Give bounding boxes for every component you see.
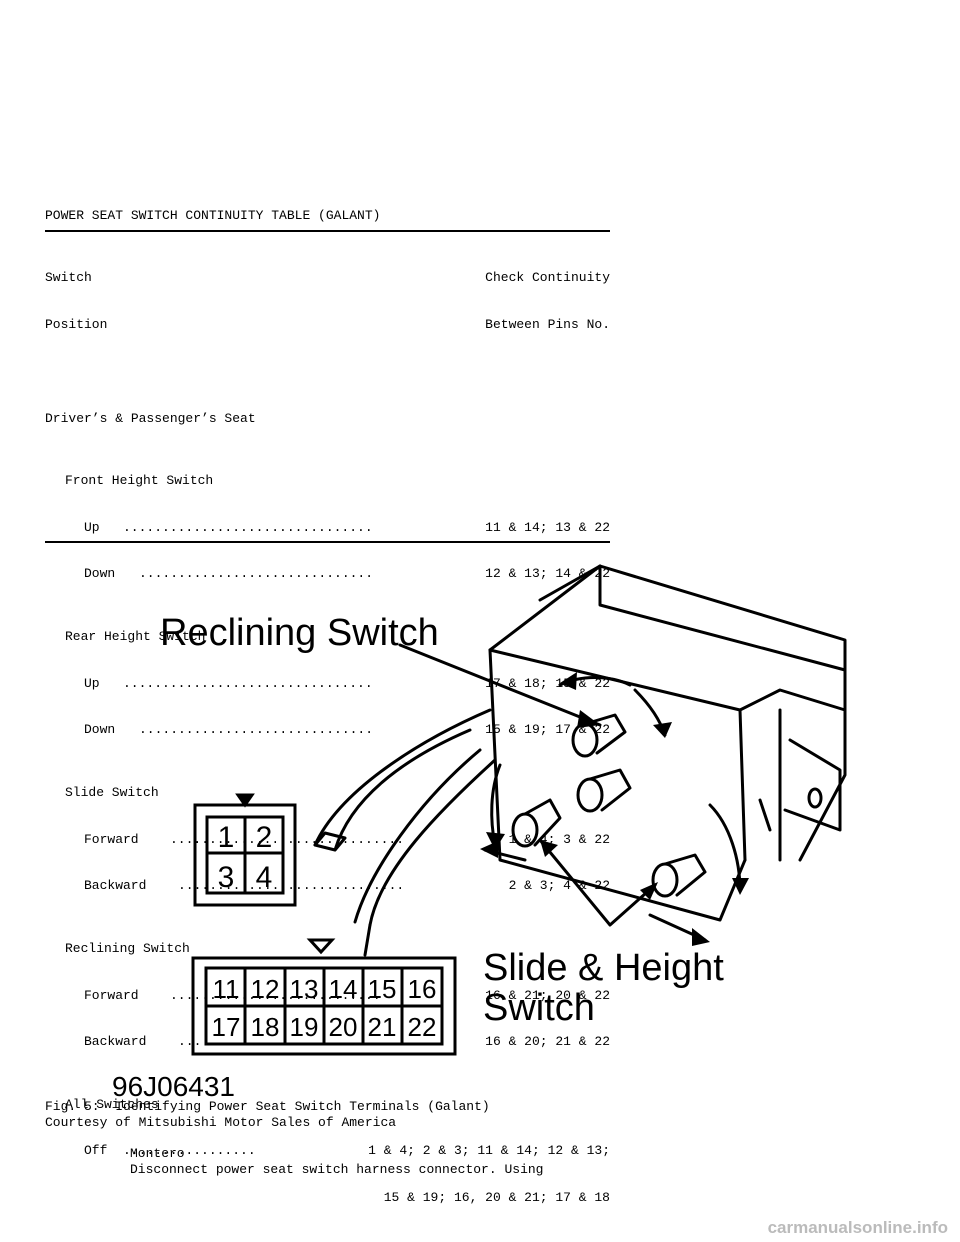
row-value: 16 & 20; 21 & 22: [485, 1034, 610, 1050]
slide-knob-right: [651, 853, 707, 898]
row-value: 15 & 19; 17 & 22: [485, 722, 610, 738]
section-row: Slide Switch: [45, 785, 610, 801]
row-label: Up: [84, 519, 100, 535]
watermark: carmanualsonline.info: [767, 1218, 948, 1237]
table-row-continued: 15 & 19; 16, 20 & 21; 17 & 18: [45, 1190, 610, 1206]
section-text: Disconnect power seat switch harness con…: [130, 1162, 544, 1177]
col-position-header: Position: [45, 316, 108, 332]
col-switch-header: Switch: [45, 270, 92, 286]
connector-small: [193, 793, 297, 907]
header-row-1: Switch Check Continuity: [45, 270, 610, 286]
section-label: Reclining Switch: [65, 940, 190, 956]
pin-label: 11: [213, 974, 240, 1004]
housing-top-outline: [488, 564, 847, 862]
row-label: Down: [84, 722, 116, 738]
header-row-2: Position Between Pins No.: [45, 317, 610, 333]
pin-label: 21: [368, 1012, 397, 1042]
slide-height-label-line1: Slide & Height: [483, 947, 724, 989]
slide-leader-line: [538, 838, 657, 927]
table-row: Down .............................. 15 &…: [45, 722, 610, 738]
col-continuity-header: Check Continuity: [485, 270, 610, 286]
row-leader: .................: [123, 1143, 256, 1159]
row-leader: ..............................: [139, 566, 374, 582]
row-value-continued: 15 & 19; 16, 20 & 21; 17 & 18: [383, 1190, 610, 1206]
table-bottom-rule: [45, 541, 610, 543]
row-value: 16 & 21; 20 & 22: [485, 987, 610, 1003]
section-row: Reclining Switch: [45, 941, 610, 957]
arrowheads: [480, 672, 749, 946]
table-top-rule: [45, 230, 610, 232]
pin-label: 22: [408, 1012, 437, 1042]
pin-label: 2: [256, 821, 273, 854]
pin-label: 12: [251, 974, 280, 1004]
pin-label: 3: [218, 861, 235, 894]
row-label: Backward: [84, 1034, 147, 1050]
figure-courtesy: Courtesy of Mitsubishi Motor Sales of Am…: [45, 1115, 397, 1130]
row-leader: ..........................: [178, 1034, 381, 1050]
table-title: POWER SEAT SWITCH CONTINUITY TABLE (GALA…: [45, 208, 381, 223]
section-row: All Switches: [45, 1097, 610, 1113]
row-leader: ..............................: [170, 831, 405, 847]
section-label: Slide Switch: [65, 784, 159, 800]
pin-label: 16: [408, 974, 437, 1004]
section-label: Front Height Switch: [65, 472, 214, 488]
section-label: Rear Height Switch: [65, 628, 206, 644]
row-label: Backward: [84, 878, 147, 894]
table-row: Backward ............................. 2…: [45, 878, 610, 894]
row-label: Forward: [84, 987, 139, 1003]
table-row: Off ................. 1 & 4; 2 & 3; 11 &…: [45, 1143, 610, 1159]
figure-code: 96J06431: [112, 1071, 235, 1100]
row-label: Forward: [84, 831, 139, 847]
housing-front-outline: [488, 648, 747, 922]
row-leader: ................................: [123, 519, 373, 535]
row-leader: .............................: [178, 878, 405, 894]
pin-label: 19: [290, 1012, 319, 1042]
table-row: Forward .............................. 1…: [45, 832, 610, 848]
row-leader: ................................: [123, 675, 373, 691]
row-label: Down: [84, 566, 116, 582]
section-heading: Montero: [130, 1146, 185, 1161]
switch-terminal-figure: 1 2 3 4 11 12 13 14 15 16 17 18 19: [80, 560, 860, 1100]
spacer-row: [45, 364, 610, 380]
section-label: All Switches: [65, 1096, 159, 1112]
reclining-switch-label: Reclining Switch: [160, 612, 439, 654]
row-value: 1 & 4; 2 & 3; 11 & 14; 12 & 13;: [368, 1143, 610, 1159]
reclining-leader-line: [398, 643, 602, 727]
row-label: Off: [84, 1143, 108, 1159]
mounting-tab: [783, 738, 842, 832]
pin-label: 1: [218, 821, 235, 854]
arrow-slide-right: [708, 803, 742, 892]
group-row: Driver’s & Passenger’s Seat: [45, 411, 610, 427]
continuity-table: Switch Check Continuity Position Between…: [45, 239, 610, 1221]
table-row: Down .............................. 12 &…: [45, 566, 610, 582]
figure-caption: Fig. 5: Identifying Power Seat Switch Te…: [45, 1099, 490, 1114]
pin-label: 14: [329, 974, 358, 1004]
connector-large: [191, 938, 457, 1056]
pin-label: 17: [212, 1012, 241, 1042]
wire-lower: [368, 758, 497, 927]
pin-label: 18: [251, 1012, 280, 1042]
table-row: Forward ........................... 16 &…: [45, 988, 610, 1004]
section-row: Front Height Switch: [45, 473, 610, 489]
col-pins-header: Between Pins No.: [485, 316, 610, 332]
row-leader: ..............................: [139, 722, 374, 738]
section-row: Rear Height Switch: [45, 629, 610, 645]
table-row: Backward .......................... 16 &…: [45, 1034, 610, 1050]
group-label: Driver’s & Passenger’s Seat: [45, 410, 256, 426]
pin-label: 13: [290, 974, 319, 1004]
wire-upper: [313, 708, 492, 847]
row-label: Up: [84, 675, 100, 691]
reclining-knob-lower: [576, 768, 632, 813]
row-leader: ...........................: [170, 987, 381, 1003]
slide-height-label-line2: Switch: [483, 987, 595, 1029]
table-row: Up ................................ 11 &…: [45, 520, 610, 536]
pin-label: 20: [329, 1012, 358, 1042]
pin-label: 4: [256, 861, 273, 894]
pin-label: 15: [368, 974, 397, 1004]
slide-knob-left: [511, 798, 562, 848]
row-value: 12 & 13; 14 & 22: [485, 566, 610, 582]
switch-illustration: 1 2 3 4 11 12 13 14 15 16 17 18 19: [112, 564, 847, 1100]
row-value: 11 & 14; 13 & 22: [485, 519, 610, 535]
